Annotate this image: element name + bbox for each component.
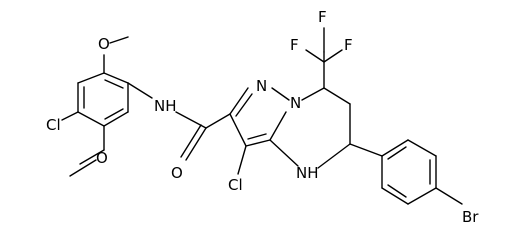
bond-aryl-nh: [127, 82, 153, 99]
bond-c3-cl: [237, 145, 247, 175]
bond-c7-c6: [323, 87, 351, 105]
bond-c5-nh: [317, 143, 351, 169]
bond-aryl-cl: [61, 111, 79, 121]
bond-aryl1-5-inner: [104, 108, 124, 120]
atom-o-amide: O: [171, 164, 183, 182]
bond-c3a-c3: [245, 139, 271, 147]
molecule-structure: O Cl O NH O N N NH Cl F F F Br: [46, 8, 479, 226]
bond-nh-c3a: [269, 139, 299, 167]
atom-nh-ring: NH: [296, 164, 319, 182]
bond-c5-ar: [349, 143, 383, 157]
bond-ome-bot-2: [69, 159, 97, 177]
bond-co-o-1: [185, 127, 207, 161]
bond-nh-co: [175, 111, 207, 129]
atom-br: Br: [462, 208, 479, 226]
bond-aryl1-2: [77, 72, 105, 84]
bond-ar2-1: [381, 139, 409, 157]
atom-o-methoxy-bottom: O: [96, 149, 108, 167]
bond-aryl1-5: [103, 111, 129, 127]
atom-labels: O Cl O NH O N N NH Cl F F F Br: [46, 8, 479, 226]
bond-c2-n1: [229, 87, 249, 115]
bond-n1-n7a: [271, 87, 290, 101]
bond-c3a-c3-inner: [247, 133, 267, 140]
atom-cl-pyrazole: Cl: [228, 176, 243, 194]
atom-f-2: F: [290, 36, 299, 54]
bonds: [61, 36, 463, 205]
bond-aryl1-1: [103, 72, 129, 84]
bond-ar2-4: [407, 187, 437, 205]
bond-n7a-c7: [301, 87, 325, 101]
molecule-canvas: O Cl O NH O N N NH Cl F F F Br: [46, 8, 479, 226]
bond-ar2-5-inner: [387, 184, 407, 198]
bond-ar2-1-inner: [387, 146, 407, 160]
atom-nh-amide: NH: [154, 97, 177, 115]
atom-n-pyrazole: N: [256, 77, 267, 95]
bond-c2-n1-inner: [235, 93, 253, 117]
bond-n7a-c3a: [269, 111, 287, 141]
bond-ome-top-2: [109, 36, 129, 44]
bond-c3-c2: [229, 113, 247, 147]
atom-cl-aryl: Cl: [46, 116, 61, 134]
bond-ar2-2: [407, 139, 437, 157]
atom-n-bridge: N: [290, 94, 301, 112]
bond-co-o-2: [180, 124, 202, 158]
bond-cf3-f2: [305, 49, 325, 63]
bond-ar2-br: [435, 187, 463, 205]
bond-ar2-5: [381, 187, 409, 205]
bond-co-c2: [205, 113, 231, 129]
atom-f-3: F: [344, 36, 353, 54]
bond-aryl1-1-inner: [104, 79, 124, 89]
bond-cf3-f3: [323, 49, 343, 63]
atom-o-methoxy-top: O: [98, 35, 110, 53]
bond-aryl1-4: [77, 111, 105, 127]
atom-f-1: F: [318, 8, 327, 26]
bond-ome-bot-3: [79, 149, 105, 165]
